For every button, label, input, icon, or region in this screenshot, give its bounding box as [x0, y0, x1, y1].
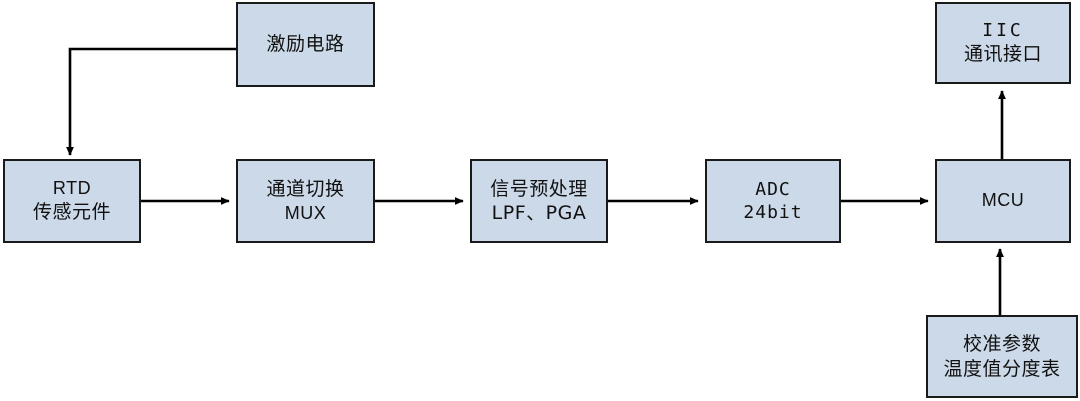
node-mcu-label-1: MCU	[981, 190, 1025, 211]
node-channel-mux-label-2: MUX	[284, 202, 327, 223]
node-rtd-sensor-label-1: RTD	[52, 178, 92, 199]
node-rtd-sensor[interactable]: RTD 传感元件	[3, 159, 141, 243]
node-calibration-table[interactable]: 校准参数 温度值分度表	[926, 315, 1078, 398]
node-signal-preprocessing-label-1: 信号预处理	[490, 177, 588, 200]
node-adc-label-1: ADC	[755, 178, 791, 200]
node-calibration-table-label-1: 校准参数	[962, 333, 1041, 356]
node-iic-interface-label-2: 通讯接口	[963, 43, 1042, 66]
node-signal-preprocessing[interactable]: 信号预处理 LPF、PGA	[470, 159, 608, 243]
node-iic-interface-label-1: IIC	[982, 20, 1024, 42]
node-excitation-circuit[interactable]: 激励电路	[236, 2, 375, 87]
node-rtd-sensor-label-2: 传感元件	[32, 201, 111, 224]
node-calibration-table-label-2: 温度值分度表	[943, 357, 1061, 380]
node-channel-mux-label-1: 通道切换	[266, 178, 345, 201]
node-channel-mux[interactable]: 通道切换 MUX	[236, 159, 375, 243]
connector-excitation-to-rtd	[65, 47, 236, 156]
node-excitation-circuit-label-1: 激励电路	[266, 33, 345, 56]
node-adc[interactable]: ADC 24bit	[705, 159, 841, 243]
node-adc-label-2: 24bit	[743, 202, 803, 223]
node-signal-preprocessing-label-2: LPF、PGA	[491, 202, 587, 224]
node-iic-interface[interactable]: IIC 通讯接口	[935, 2, 1071, 84]
node-mcu[interactable]: MCU	[935, 159, 1071, 243]
